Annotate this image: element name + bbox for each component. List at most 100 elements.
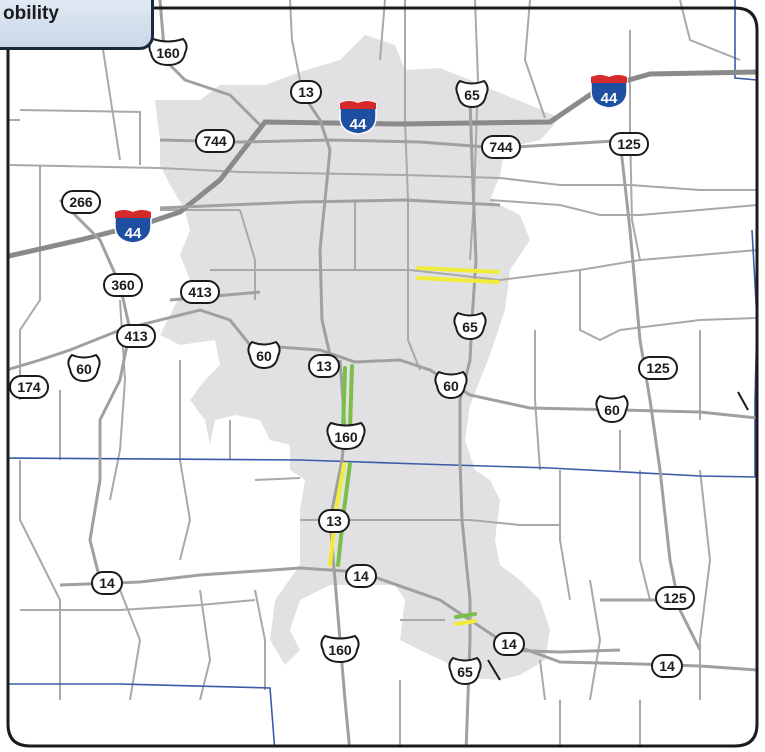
shield-number: 65 [464,87,480,103]
yellow-segment-65 [454,619,477,626]
interstate-shield-red [340,101,376,109]
us-shield-outline [448,656,482,686]
us-route-shield: 160 [148,37,188,67]
shield-number: 13 [326,513,342,529]
shield-number: 65 [462,319,478,335]
shield-number: 413 [124,328,148,344]
us-route-shield: 160 [326,421,366,451]
interstate-shield-red [591,75,627,83]
shield-number: 60 [443,378,459,394]
us-route-shield: 60 [434,370,468,400]
shield-number: 125 [663,590,687,606]
us-shield-outline [320,634,360,664]
green-segment-south [336,462,352,567]
state-shield-outline [493,632,525,656]
us-route-shield: 160 [320,634,360,664]
us-route-shield: 60 [595,394,629,424]
shield-number: 125 [617,136,641,152]
state-route-shield: 13 [308,354,340,378]
us-route-shield: 65 [453,311,487,341]
state-route-shield: 13 [290,80,322,104]
shield-number: 60 [256,348,272,364]
urban-area [155,35,560,680]
title-tab: obility [0,0,154,50]
state-route-shield: 413 [116,324,156,348]
state-route-shield: 14 [345,564,377,588]
interstate-shield-red [115,210,151,218]
state-shield-outline [345,564,377,588]
green-segment-65 [454,612,477,619]
state-shield-outline [91,571,123,595]
us-shield-outline [455,79,489,109]
state-route-shield: 266 [61,190,101,214]
shield-number: 160 [334,429,358,445]
interstate-shield: 44 [114,209,152,244]
state-route-shield: 744 [195,129,235,153]
shield-number: 44 [125,225,142,242]
shield-number: 44 [601,90,618,107]
project-segments [328,266,500,626]
shield-number: 360 [111,277,135,293]
shield-number: 413 [188,284,212,300]
shield-number: 266 [69,194,93,210]
yellow-segment-east [416,266,500,274]
us-shield-outline [434,370,468,400]
us-shield-outline [595,394,629,424]
shield-number: 14 [501,636,517,652]
us-route-shield: 65 [455,79,489,109]
shield-number: 60 [604,402,620,418]
state-route-shield: 14 [651,654,683,678]
shield-number: 13 [316,358,332,374]
state-route-shield: 744 [481,135,521,159]
shield-number: 14 [353,568,369,584]
tick-marks [487,391,749,681]
map-frame [0,6,759,748]
shield-number: 60 [76,361,92,377]
state-shield-outline [481,135,521,159]
us-route-shield: 65 [448,656,482,686]
state-shield-outline [195,129,235,153]
shield-number: 14 [659,658,675,674]
state-route-shield: 125 [638,356,678,380]
us-shield-outline [453,311,487,341]
shield-number: 125 [646,360,670,376]
us-route-shield: 60 [67,353,101,383]
interstate-shield: 44 [339,100,377,135]
shield-number: 160 [156,45,180,61]
shield-number: 744 [489,139,513,155]
state-route-shield: 125 [655,586,695,610]
shield-number: 44 [350,116,367,133]
shield-number: 14 [99,575,115,591]
state-shield-outline [308,354,340,378]
state-shield-outline [290,80,322,104]
us-shield-outline [247,340,281,370]
state-route-shield: 14 [91,571,123,595]
state-route-shield: 174 [9,375,49,399]
shield-number: 744 [203,133,227,149]
shield-number: 160 [328,642,352,658]
state-route-shield: 413 [180,280,220,304]
state-shield-outline [655,586,695,610]
state-shield-outline [651,654,683,678]
shield-number: 65 [457,664,473,680]
state-shield-outline [609,132,649,156]
state-route-shield: 125 [609,132,649,156]
shield-number: 174 [17,379,41,395]
us-route-shield: 60 [247,340,281,370]
map-title: obility [3,3,59,24]
state-shield-outline [61,190,101,214]
green-segment-north [341,366,347,432]
highway-shields: 13 744 744 125 266 360 413 413 174 13 125 13 14 14 125… [9,37,695,686]
state-shield-outline [180,280,220,304]
state-shield-outline [638,356,678,380]
interstate-shield: 44 [590,74,628,109]
state-route-shield: 14 [493,632,525,656]
us-shield-outline [326,421,366,451]
state-route-shield: 360 [103,273,143,297]
state-shield-outline [318,509,350,533]
us-shield-outline [67,353,101,383]
state-shield-outline [116,324,156,348]
us-shield-outline [148,37,188,67]
